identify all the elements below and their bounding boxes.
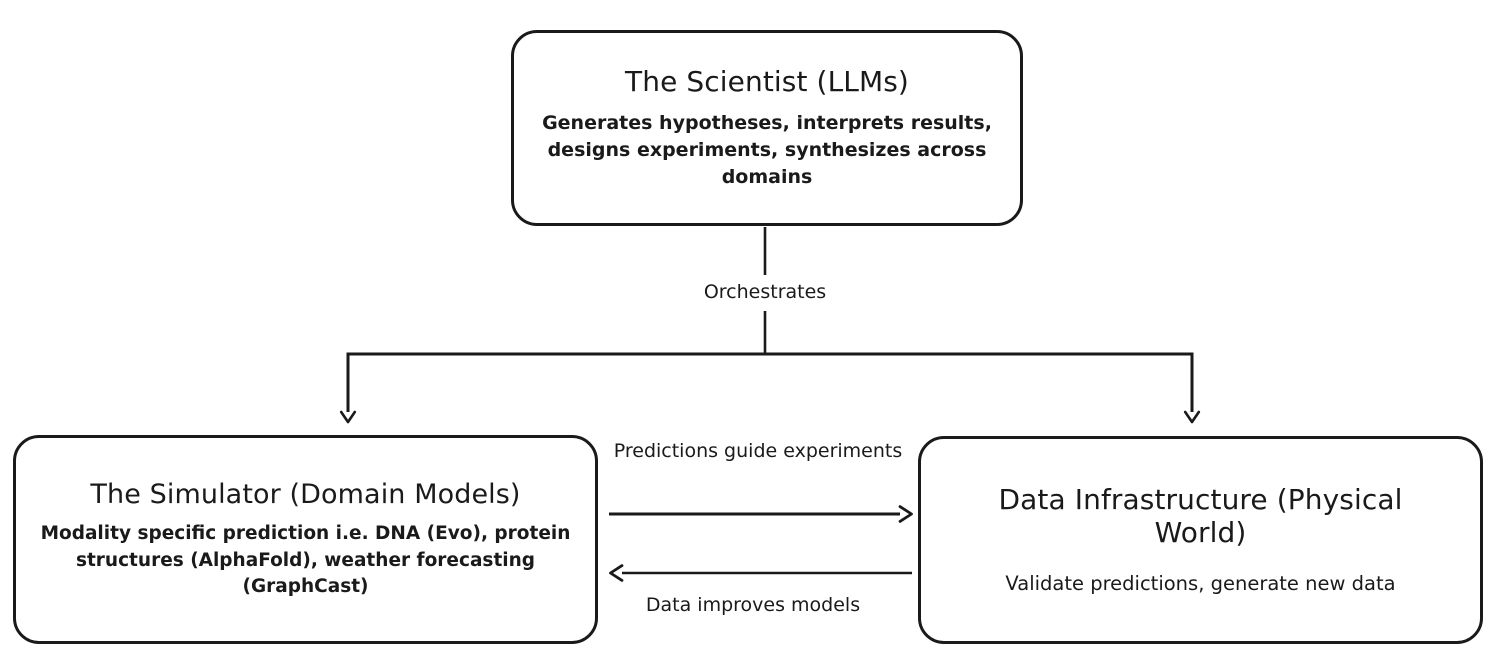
node-data-infrastructure-title: Data Infrastructure (Physical World): [998, 482, 1403, 550]
node-the-simulator[interactable]: The Simulator (Domain Models) Modality s…: [13, 435, 598, 644]
edge-orchestrates: [339, 227, 1201, 424]
node-the-simulator-description: Modality specific prediction i.e. DNA (E…: [40, 523, 571, 597]
node-the-scientist[interactable]: The Scientist (LLMs) Generates hypothese…: [511, 30, 1023, 226]
node-data-infrastructure-description: Validate predictions, generate new data: [1005, 571, 1396, 595]
edge-label-predictions-guide-experiments: Predictions guide experiments: [613, 440, 903, 462]
node-the-scientist-description: Generates hypotheses, interprets results…: [542, 112, 992, 189]
node-data-infrastructure[interactable]: Data Infrastructure (Physical World) Val…: [918, 436, 1483, 644]
edge-label-data-improves-models: Data improves models: [645, 594, 861, 616]
edge-label-orchestrates: Orchestrates: [703, 281, 827, 303]
node-the-simulator-title: The Simulator (Domain Models): [90, 478, 521, 510]
node-the-scientist-title: The Scientist (LLMs): [625, 64, 909, 98]
